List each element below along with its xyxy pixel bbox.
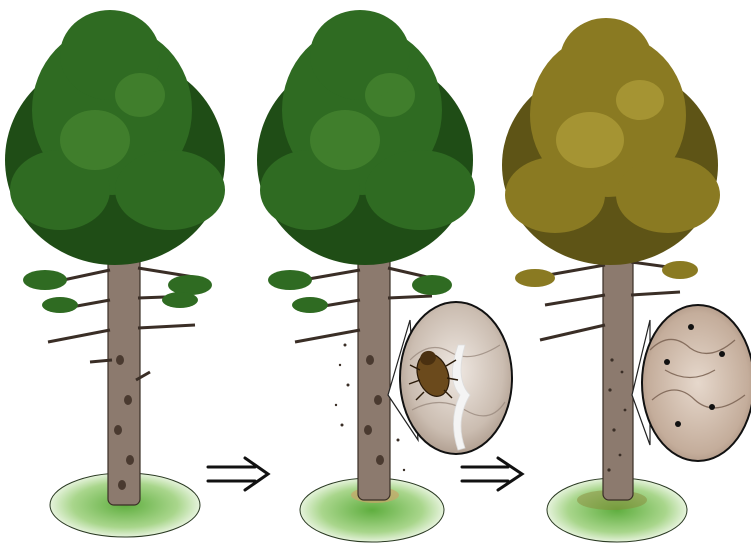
tree-beetle-infested xyxy=(257,10,512,542)
bark-beetle-closeup xyxy=(400,302,512,454)
double-arrow-icon xyxy=(208,458,268,490)
trunk xyxy=(603,235,633,500)
trunk xyxy=(108,240,140,505)
tree-healthy xyxy=(5,10,225,537)
exit-holes-closeup xyxy=(642,305,751,461)
tree-dying xyxy=(502,18,751,542)
foliage-crown xyxy=(502,18,720,287)
trunk xyxy=(358,240,390,500)
double-arrow-icon xyxy=(462,458,522,490)
